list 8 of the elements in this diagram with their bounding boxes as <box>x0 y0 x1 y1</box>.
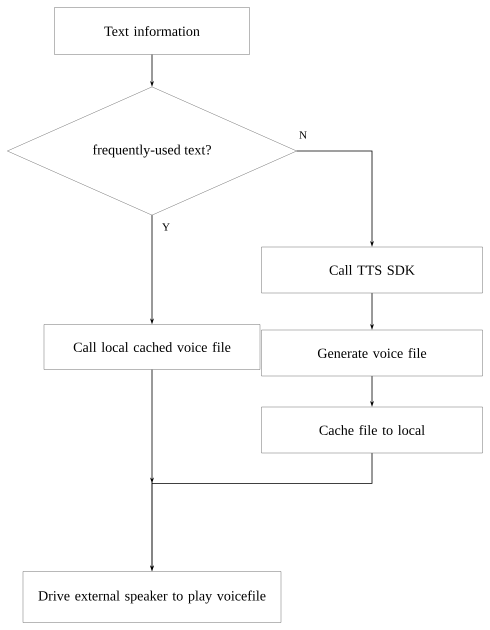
process-box: Call TTS SDK <box>261 246 483 294</box>
edge-label: Y <box>161 222 171 232</box>
process-box: Text information <box>54 7 250 55</box>
process-box: Generate voice file <box>261 330 483 376</box>
process-box: Drive external speaker to play voicefile <box>22 571 282 623</box>
process-box: Cache file to local <box>261 406 483 454</box>
edge-label: N <box>298 130 308 140</box>
process-box: Call local cached voice file <box>44 324 260 370</box>
